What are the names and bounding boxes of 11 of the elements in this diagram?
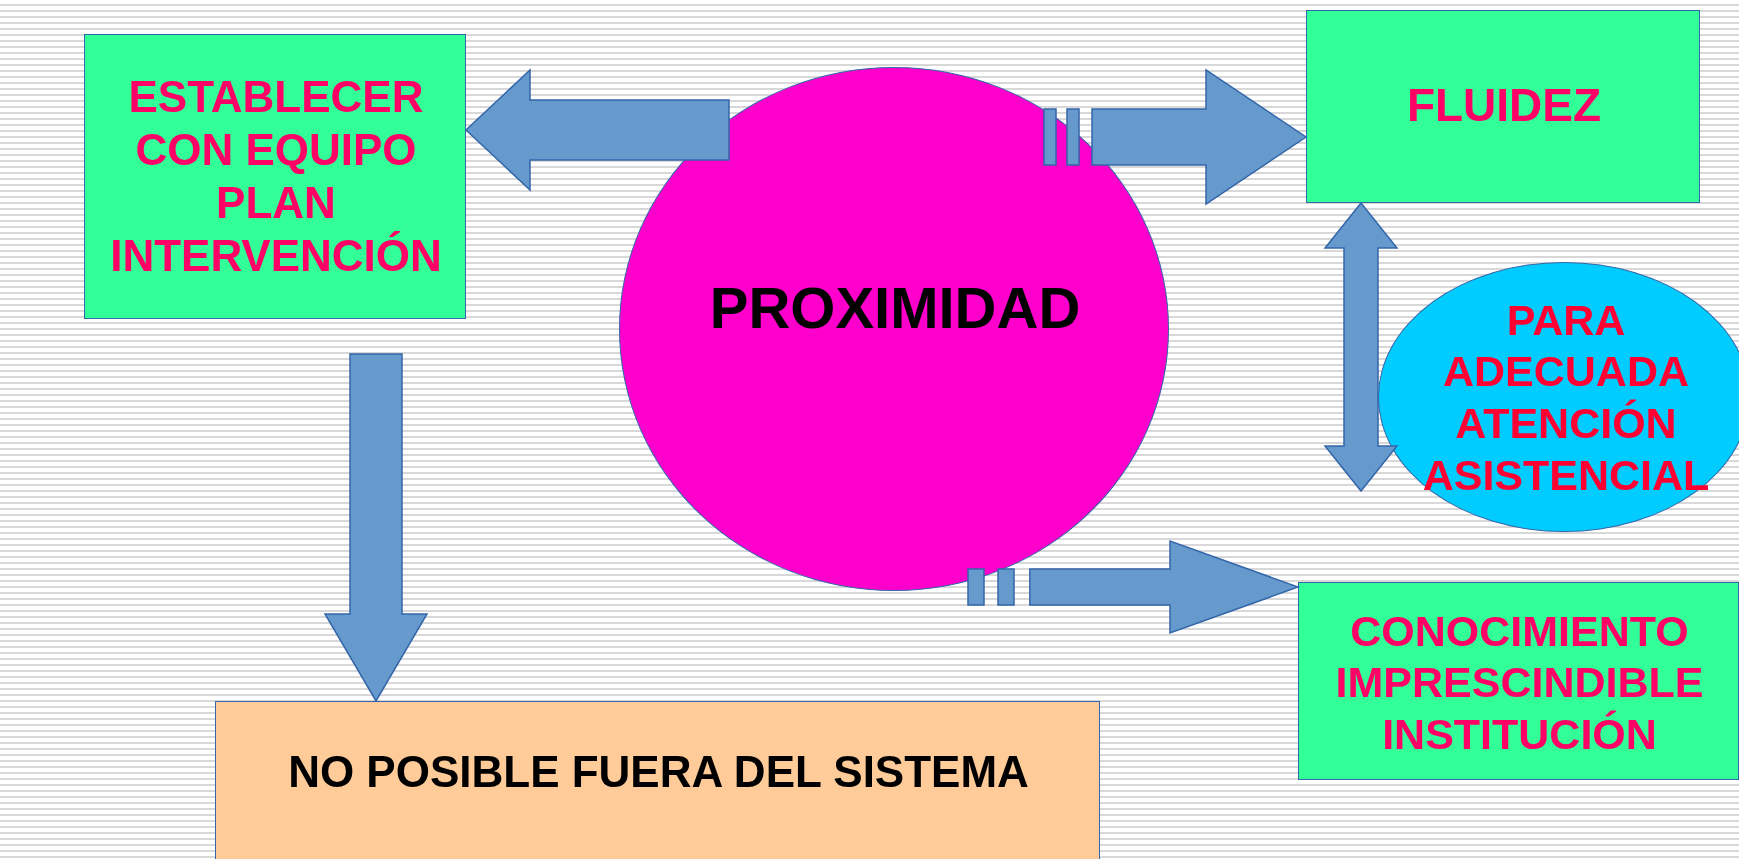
process-box bbox=[84, 34, 466, 319]
node-label: NO POSIBLE FUERA DEL SISTEMA bbox=[287, 745, 1030, 798]
node-label: PARA ADECUADA ATENCIÓN ASISTENCIAL bbox=[1421, 294, 1711, 501]
ellipse-node bbox=[1378, 262, 1739, 532]
process-box bbox=[215, 701, 1100, 859]
node-label: CONOCIMIENTO IMPRESCINDIBLE INSTITUCIÓN bbox=[1334, 605, 1705, 760]
node-label: FLUIDEZ bbox=[1405, 78, 1603, 134]
node-label: ESTABLECER CON EQUIPO PLAN INTERVENCIÓN bbox=[109, 71, 443, 282]
process-box bbox=[1298, 582, 1739, 780]
process-box bbox=[1306, 10, 1700, 203]
node-label: PROXIMIDAD bbox=[708, 274, 1082, 343]
